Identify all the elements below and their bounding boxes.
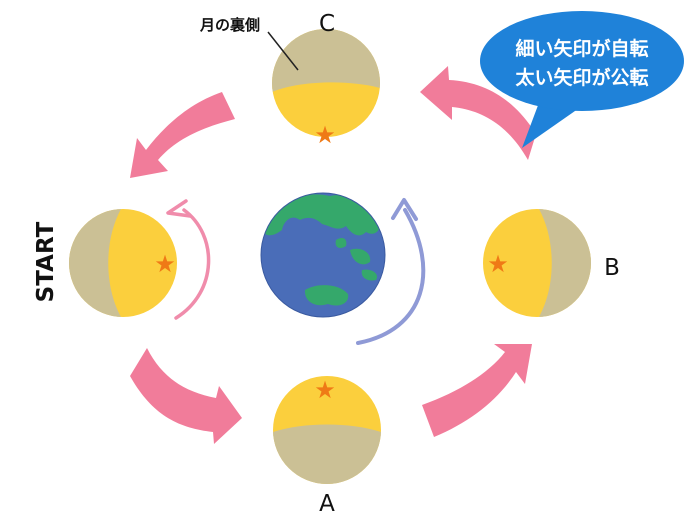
moon-start: ★ — [69, 209, 177, 317]
label-a: A — [319, 491, 335, 517]
far-side-leader-line — [267, 31, 299, 71]
label-b: B — [604, 255, 620, 281]
rotation-arrows — [166, 198, 426, 345]
earth — [260, 192, 386, 318]
earth-land-indonesia — [350, 248, 378, 281]
bubble-line-rotation: 細い矢印が自転 — [515, 37, 648, 60]
star-marker-c: ★ — [314, 121, 336, 149]
moon-c: ★ — [272, 29, 380, 149]
revolution-arrow-c-to-start — [130, 92, 235, 178]
legend-bubble: 細い矢印が自転 太い矢印が公転 — [480, 11, 684, 148]
bubble-body — [480, 11, 684, 111]
revolution-arrows — [130, 66, 536, 444]
moon-rotation-arrow — [174, 208, 211, 320]
earth-rotation-arrow-head — [391, 198, 418, 221]
earth-land-asia — [262, 194, 381, 236]
label-c: C — [319, 11, 335, 37]
moon-rotation-arrow-head — [166, 199, 192, 218]
revolution-arrow-a-to-b — [422, 344, 532, 437]
star-marker-start: ★ — [154, 250, 176, 278]
revolution-arrow-b-to-c — [420, 66, 536, 160]
revolution-arrow-start-to-a — [130, 348, 242, 444]
label-start: START — [33, 221, 59, 302]
moon-b: ★ — [483, 209, 591, 317]
far-side-label: 月の裏側 — [199, 16, 260, 34]
earth-land-japan — [335, 238, 347, 248]
earth-land-australia — [304, 285, 349, 306]
earth-rotation-arrow — [356, 208, 426, 345]
moon-a: ★ — [273, 376, 381, 484]
bubble-line-revolution: 太い矢印が公転 — [515, 66, 648, 89]
star-marker-b: ★ — [487, 250, 509, 278]
bubble-tail — [522, 100, 585, 148]
star-marker-a: ★ — [314, 376, 336, 404]
